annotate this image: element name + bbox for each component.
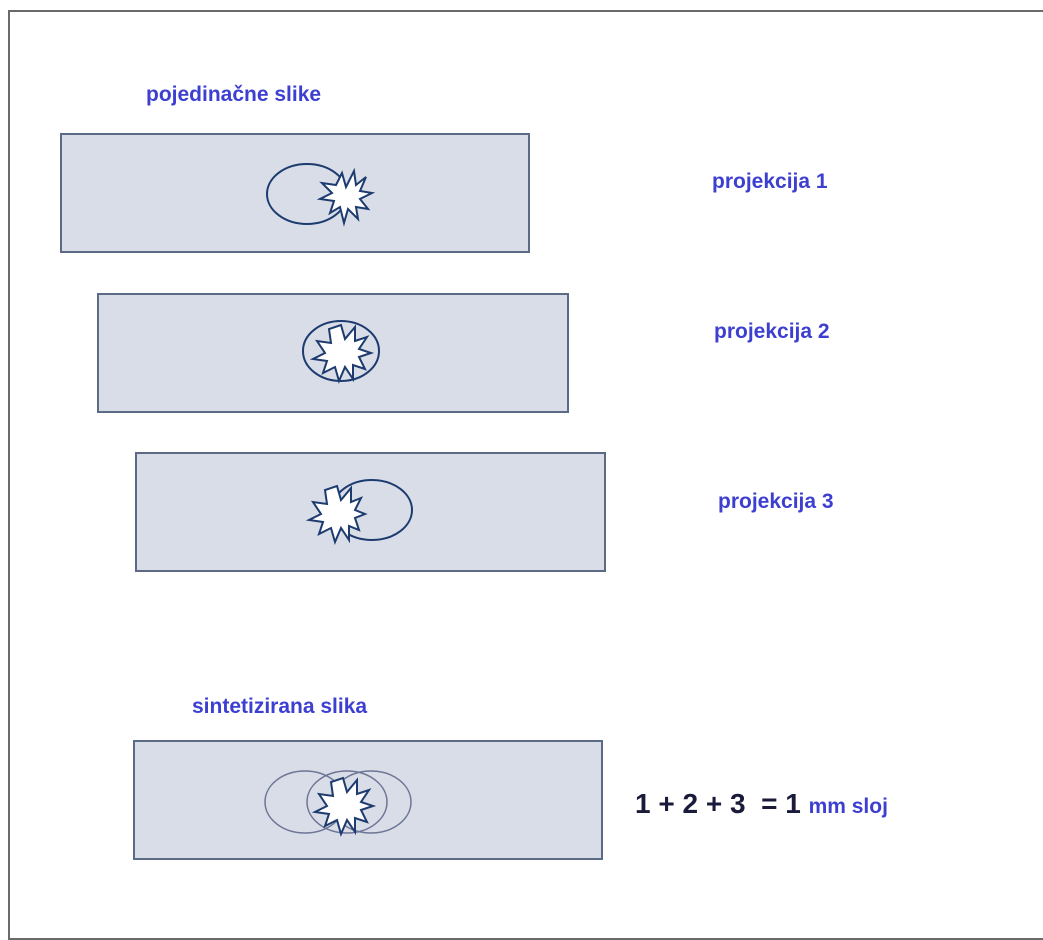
synthesized-image-heading: sintetizirana slika xyxy=(192,695,368,718)
synthesized-lesion-icon xyxy=(311,776,377,837)
projection-2-lesion-icon xyxy=(309,323,375,384)
synthesized-ellipse-center xyxy=(306,770,388,834)
projection-3-lesion-icon xyxy=(305,484,368,545)
synthesized-figure xyxy=(264,770,412,837)
formula: 1 + 2 + 3 = 1 mm sloj xyxy=(635,788,888,820)
projection-3-label: projekcija 3 xyxy=(718,490,834,513)
projection-2-ellipse xyxy=(302,320,380,382)
formula-unit: mm sloj xyxy=(808,795,888,818)
projection-1-figure xyxy=(266,163,376,227)
projection-2-label: projekcija 2 xyxy=(714,320,830,343)
projection-3-figure xyxy=(305,479,413,545)
individual-images-heading: pojedinačne slike xyxy=(146,83,322,106)
projection-2-figure xyxy=(302,320,380,384)
projection-1-label: projekcija 1 xyxy=(712,170,828,193)
projection-3-panel xyxy=(135,452,606,572)
formula-expression: 1 + 2 + 3 = 1 xyxy=(635,788,809,819)
projection-1-lesion-icon xyxy=(316,167,376,227)
synthesized-panel xyxy=(133,740,603,860)
projection-2-panel xyxy=(97,293,569,413)
projection-1-panel xyxy=(60,133,530,253)
